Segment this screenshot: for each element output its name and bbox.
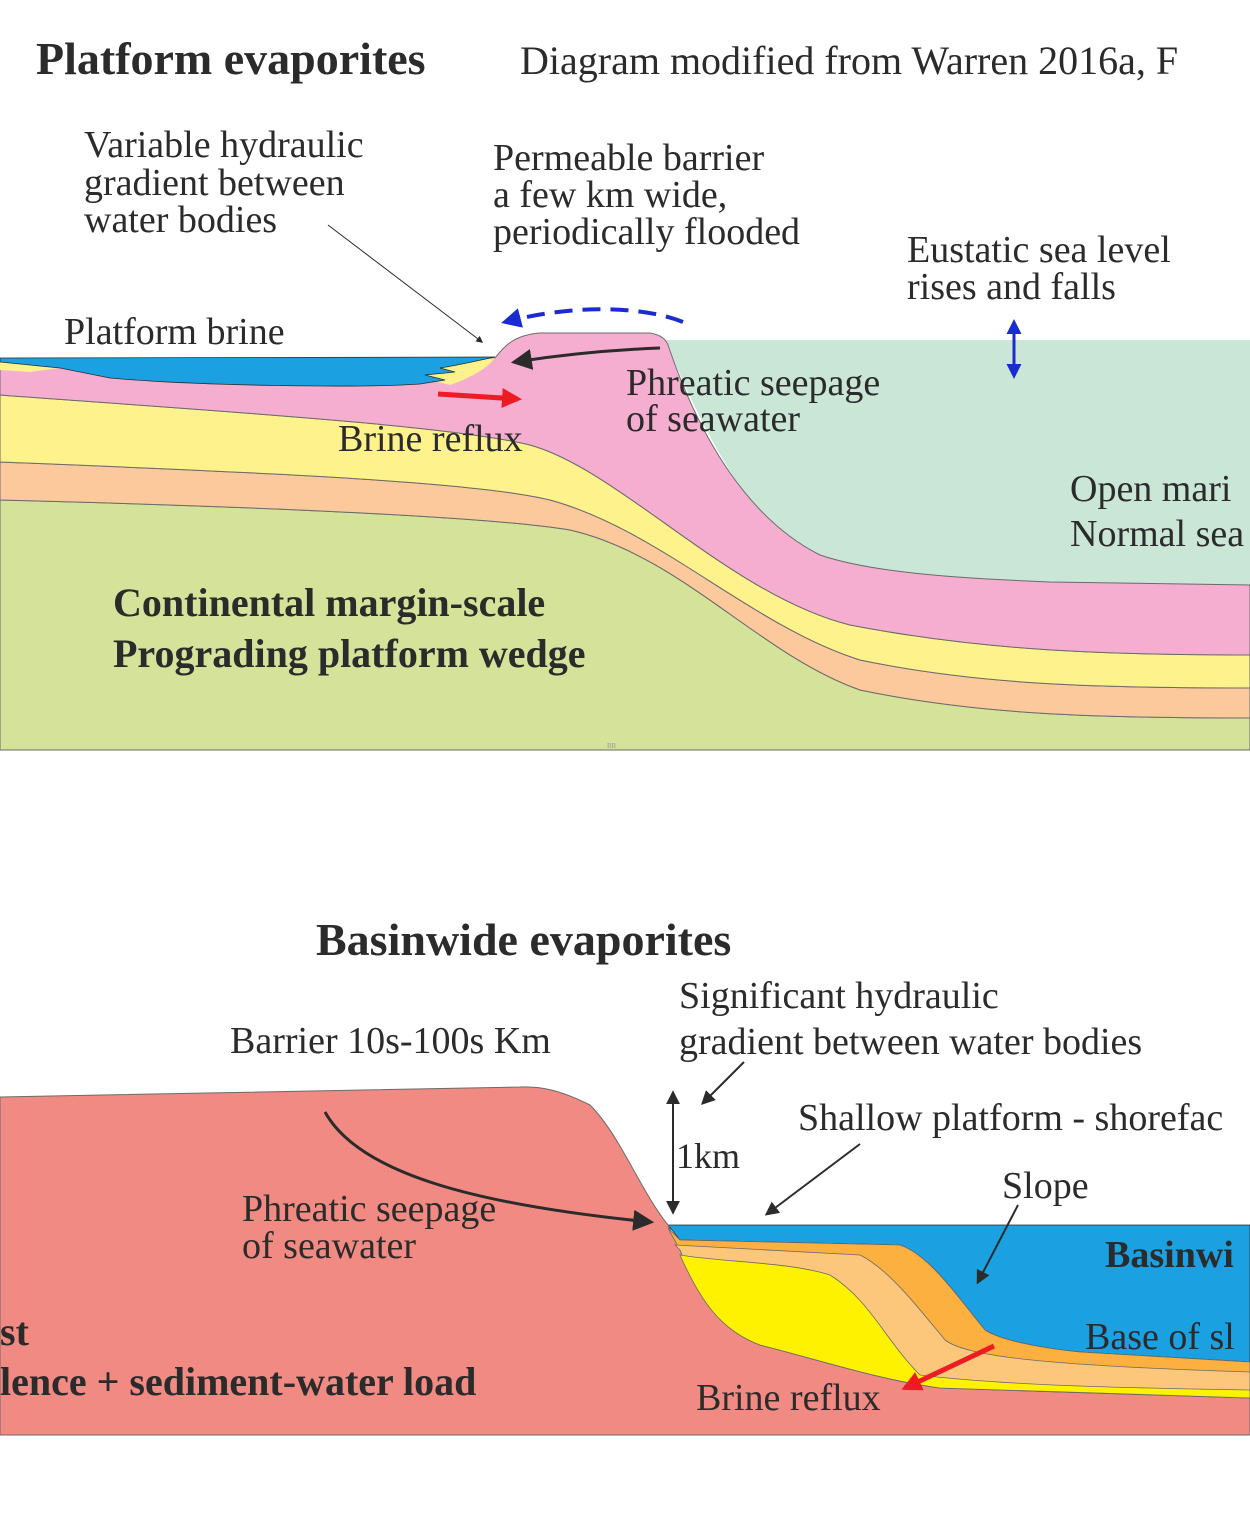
platform-watermark: BR bbox=[607, 742, 617, 750]
basin-seepage-label: Phreatic seepage of seawater bbox=[242, 1188, 506, 1267]
platform-open-marine-label: Open mari Normal sea bbox=[1070, 468, 1244, 555]
shoreface-arrow bbox=[764, 1143, 861, 1216]
basin-yellow-layer bbox=[679, 1254, 1250, 1399]
platform-section: Platform evaporites Diagram modified fro… bbox=[0, 33, 1250, 751]
slope-arrow bbox=[976, 1204, 1019, 1285]
platform-brine bbox=[0, 356, 496, 387]
brine-reflux-arrow bbox=[437, 388, 522, 408]
basin-barrier-label: Barrier 10s-100s Km bbox=[230, 1020, 551, 1062]
open-marine-seawater bbox=[665, 340, 1250, 585]
brine-margin-evaporite bbox=[0, 362, 60, 372]
basin-hydraulic-arrow bbox=[701, 1061, 745, 1105]
base-of-slope-label: Base of sl bbox=[1085, 1316, 1235, 1358]
basin-hydraulic-label: Significant hydraulic gradient between w… bbox=[679, 975, 1142, 1063]
crust-label: st lence + sediment-water load bbox=[0, 1309, 476, 1404]
basin-reflux-label: Brine reflux bbox=[696, 1377, 881, 1419]
platform-source-note: Diagram modified from Warren 2016a, F bbox=[520, 38, 1178, 83]
platform-evaporite-layer bbox=[0, 332, 1250, 656]
basinwide-brine-label: Basinwi bbox=[1105, 1234, 1234, 1276]
platform-barrier-label: Permeable barrier a few km wide, periodi… bbox=[493, 137, 800, 253]
platform-sealevel-label: Eustatic sea level rises and falls bbox=[907, 229, 1180, 308]
basin-slope-label: Slope bbox=[1002, 1165, 1089, 1207]
basin-seepage-arrow bbox=[323, 1111, 655, 1231]
hydraulic-gradient-arrow bbox=[327, 224, 484, 343]
basin-depth-label: 1km bbox=[676, 1136, 740, 1176]
platform-title: Platform evaporites bbox=[36, 33, 426, 84]
basinwide-title: Basinwide evaporites bbox=[316, 914, 731, 965]
basin-brine-reflux-arrow bbox=[901, 1343, 996, 1391]
basin-shoreface-label: Shallow platform - shorefac bbox=[798, 1097, 1223, 1139]
platform-brine-label: Platform brine bbox=[64, 311, 285, 353]
basinwide-section: Basinwide evaporites Significant hydraul… bbox=[0, 914, 1250, 1436]
seepage-arrow bbox=[510, 346, 661, 370]
flooding-arrow bbox=[501, 307, 684, 328]
platform-hydraulic-label: Variable hydraulic gradient between wate… bbox=[84, 124, 373, 241]
platform-wedge-label: Continental margin-scale Prograding plat… bbox=[113, 580, 586, 676]
platform-seepage-label: Phreatic seepage of seawater bbox=[626, 362, 890, 440]
platform-reflux-label: Brine reflux bbox=[338, 418, 523, 460]
